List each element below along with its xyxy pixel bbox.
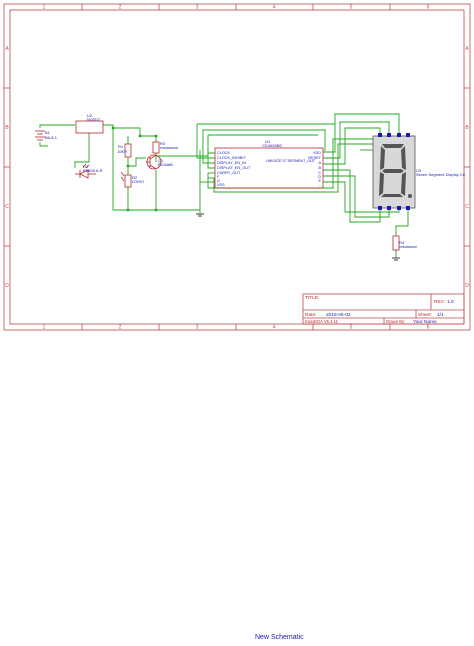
u1-pin-left: CLOCK_INHIBIT bbox=[217, 156, 246, 160]
u1-pin-left: CLOCK bbox=[217, 151, 231, 155]
u1-pin-right: B bbox=[318, 166, 321, 170]
row-label-left: B bbox=[5, 125, 9, 131]
d2-ref: D2 bbox=[83, 164, 89, 169]
u1-pin-left: DISPLAY_EN_OUT bbox=[217, 166, 251, 170]
u3-value: Seven Segment Display CC bbox=[416, 172, 466, 177]
r2-ref: R2 bbox=[132, 175, 138, 180]
r3-ref: R3 bbox=[160, 141, 166, 146]
u1-pin-right: A bbox=[318, 161, 321, 165]
frame-row-labels: A B C D A B C D bbox=[5, 46, 469, 289]
row-label-right: B bbox=[465, 125, 469, 131]
schematic-tab-label[interactable]: New Schematic bbox=[255, 634, 304, 641]
col-label-bottom: 3 bbox=[196, 325, 199, 331]
component-labels: B1 B6-8-1 U2 7805DT D2 R0805 A-R R1 10KR… bbox=[45, 113, 466, 249]
junctions bbox=[111, 126, 158, 212]
component-bodies bbox=[35, 120, 416, 251]
tool-version: EasyEDA V5.4.11 bbox=[305, 319, 339, 324]
u1-pin-right: C bbox=[318, 171, 321, 175]
row-label-right: D bbox=[465, 283, 469, 289]
u1-pin-left: CARRY_OUT bbox=[217, 171, 241, 175]
u2-ref: U2 bbox=[87, 113, 93, 118]
col-label-bottom: 6 bbox=[427, 325, 430, 331]
col-label-bottom: 5 bbox=[350, 325, 353, 331]
seven-segment-digit bbox=[379, 144, 412, 198]
row-label-right: A bbox=[465, 46, 469, 52]
b1-value: B6-8-1 bbox=[45, 135, 58, 140]
row-label-left: D bbox=[5, 283, 9, 289]
u3-ref: U3 bbox=[416, 168, 422, 173]
col-label-bottom: 1 bbox=[43, 325, 46, 331]
col-label-bottom: 2 bbox=[119, 325, 122, 331]
u1-pin-right: D bbox=[318, 175, 321, 179]
col-label-top: 4 bbox=[273, 5, 276, 11]
wires bbox=[39, 113, 412, 258]
u1-pin-right: RESET bbox=[308, 156, 321, 160]
drawn-label: Drawn By: bbox=[386, 319, 405, 324]
r4-value: resistance bbox=[399, 244, 418, 249]
row-label-left: A bbox=[5, 46, 9, 52]
date-value: 2018-05-02 bbox=[326, 312, 351, 318]
u1-value: CD4026BE bbox=[262, 143, 282, 148]
col-label-top: 6 bbox=[427, 5, 430, 11]
rev-label: REV: bbox=[434, 299, 445, 305]
sheet-value: 1/1 bbox=[437, 312, 444, 318]
u1-ref: U1 bbox=[265, 139, 271, 144]
u2-value: 7805DT bbox=[86, 117, 101, 122]
col-label-top: 3 bbox=[196, 5, 199, 11]
q1-ref: Q1 bbox=[158, 158, 164, 163]
r1-ref: R1 bbox=[118, 144, 124, 149]
u1-pin-right: ... bbox=[318, 183, 321, 187]
u1-pin-right: E bbox=[318, 179, 321, 183]
row-label-right: C bbox=[465, 204, 469, 210]
u1-pin-left: VSS bbox=[217, 183, 225, 187]
sheet-label: Sheet: bbox=[418, 312, 432, 318]
col-label-bottom: 4 bbox=[273, 325, 276, 331]
u1-pin-labels-right: VDD RESET A B C D E ... bbox=[308, 151, 321, 187]
rev-value: 1.0 bbox=[447, 299, 454, 305]
title-block-text: TITLE: REV: 1.0 Date: 2018-05-02 Sheet: … bbox=[305, 295, 454, 325]
u1-pin-right: VDD bbox=[313, 151, 321, 155]
col-label-top: 5 bbox=[350, 5, 353, 11]
title-label: TITLE: bbox=[305, 295, 319, 301]
drawn-value: Your Name bbox=[413, 319, 437, 325]
r1-value: 10KR bbox=[117, 149, 127, 154]
u1-subtitle: UNIGATE?C"SEGMENT_OUT bbox=[266, 159, 316, 163]
row-label-left: C bbox=[5, 204, 9, 210]
col-label-top: 1 bbox=[43, 5, 46, 11]
r2-value: LDR07 bbox=[132, 179, 145, 184]
u1-pin-left: DISPLAY_EN_IN bbox=[217, 161, 246, 165]
r3-value: resistance bbox=[160, 145, 179, 150]
u1-pin-left: F bbox=[217, 175, 220, 179]
frame-column-labels: 1 2 3 4 5 6 1 2 3 4 5 6 bbox=[43, 5, 430, 331]
d2-value: R0805 A-R bbox=[83, 168, 103, 173]
b1-ref: B1 bbox=[45, 130, 51, 135]
r4-ref: R4 bbox=[399, 240, 405, 245]
sheet-frame bbox=[3, 3, 471, 331]
date-label: Date: bbox=[305, 312, 316, 318]
title-block bbox=[302, 293, 465, 325]
ground-symbols bbox=[196, 213, 400, 261]
u1-pin-left: G bbox=[217, 179, 220, 183]
q1-value: BC548B bbox=[158, 162, 173, 167]
u1-pin-labels: CLOCK CLOCK_INHIBIT DISPLAY_EN_IN DISPLA… bbox=[217, 151, 251, 187]
col-label-top: 2 bbox=[119, 5, 122, 11]
